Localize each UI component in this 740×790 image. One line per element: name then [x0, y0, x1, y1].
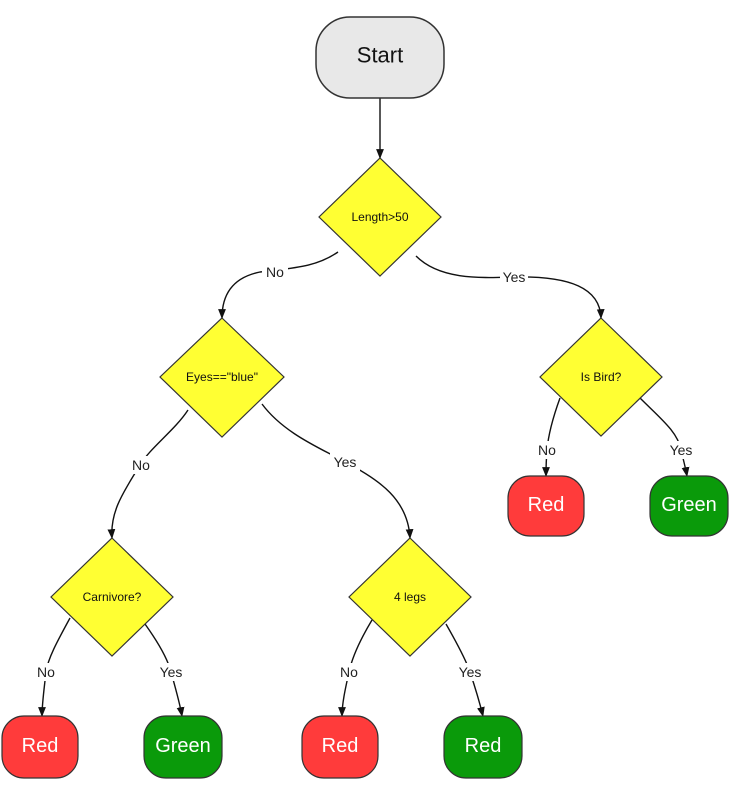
svg-text:Yes: Yes	[160, 664, 183, 680]
node-legs-no-label: Red	[322, 735, 359, 757]
node-legs: 4 legs	[348, 537, 472, 657]
svg-text:Yes: Yes	[670, 442, 693, 458]
edge-length-no	[218, 251, 339, 319]
svg-text:No: No	[538, 442, 556, 458]
node-bird-yes-label: Green	[661, 494, 717, 516]
node-eyes: Eyes=="blue"	[159, 317, 285, 438]
edge-labels: No Yes No Yes No Yes No Yes	[34, 263, 695, 681]
edge-label-eyes-yes: Yes	[330, 453, 360, 471]
edge-label-length-no: No	[262, 263, 288, 281]
node-legs-yes-label: Red	[465, 735, 502, 757]
node-carn-yes-label: Green	[155, 735, 211, 757]
node-start-label: Start	[357, 43, 403, 68]
node-carn-no-red: Red	[1, 715, 79, 779]
edge-label-length-yes: Yes	[500, 268, 528, 286]
node-legs-no-red: Red	[301, 715, 379, 779]
svg-text:No: No	[340, 664, 358, 680]
edge-bird-yes	[639, 397, 690, 477]
node-length-label: Length>50	[351, 210, 408, 224]
node-length: Length>50	[318, 157, 442, 277]
edge-label-legs-no: No	[337, 663, 361, 681]
svg-text:No: No	[37, 664, 55, 680]
svg-text:Yes: Yes	[459, 664, 482, 680]
node-carnivore-label: Carnivore?	[83, 590, 142, 604]
node-bird-no-red: Red	[507, 475, 585, 537]
node-legs-yes-green: Red	[443, 715, 523, 779]
node-start: Start	[315, 16, 445, 99]
edge-bird-no	[542, 397, 561, 477]
edge-label-eyes-no: No	[128, 456, 154, 474]
svg-text:Yes: Yes	[503, 269, 526, 285]
edge-label-carn-yes: Yes	[157, 663, 185, 681]
edge-label-bird-no: No	[535, 441, 559, 459]
svg-text:No: No	[132, 457, 150, 473]
node-eyes-label: Eyes=="blue"	[186, 370, 258, 384]
node-bird: Is Bird?	[539, 317, 663, 437]
edge-length-yes	[415, 255, 605, 319]
node-bird-label: Is Bird?	[581, 370, 622, 384]
svg-text:No: No	[266, 264, 284, 280]
node-bird-no-label: Red	[528, 494, 565, 516]
node-carn-no-label: Red	[22, 735, 59, 757]
node-legs-label: 4 legs	[394, 590, 426, 604]
node-bird-yes-green: Green	[649, 475, 729, 537]
edge-label-legs-yes: Yes	[456, 663, 484, 681]
edge-label-carn-no: No	[34, 663, 58, 681]
node-carnivore: Carnivore?	[50, 537, 174, 657]
node-carn-yes-green: Green	[143, 715, 223, 779]
svg-text:Yes: Yes	[334, 454, 357, 470]
edge-label-bird-yes: Yes	[667, 441, 695, 459]
